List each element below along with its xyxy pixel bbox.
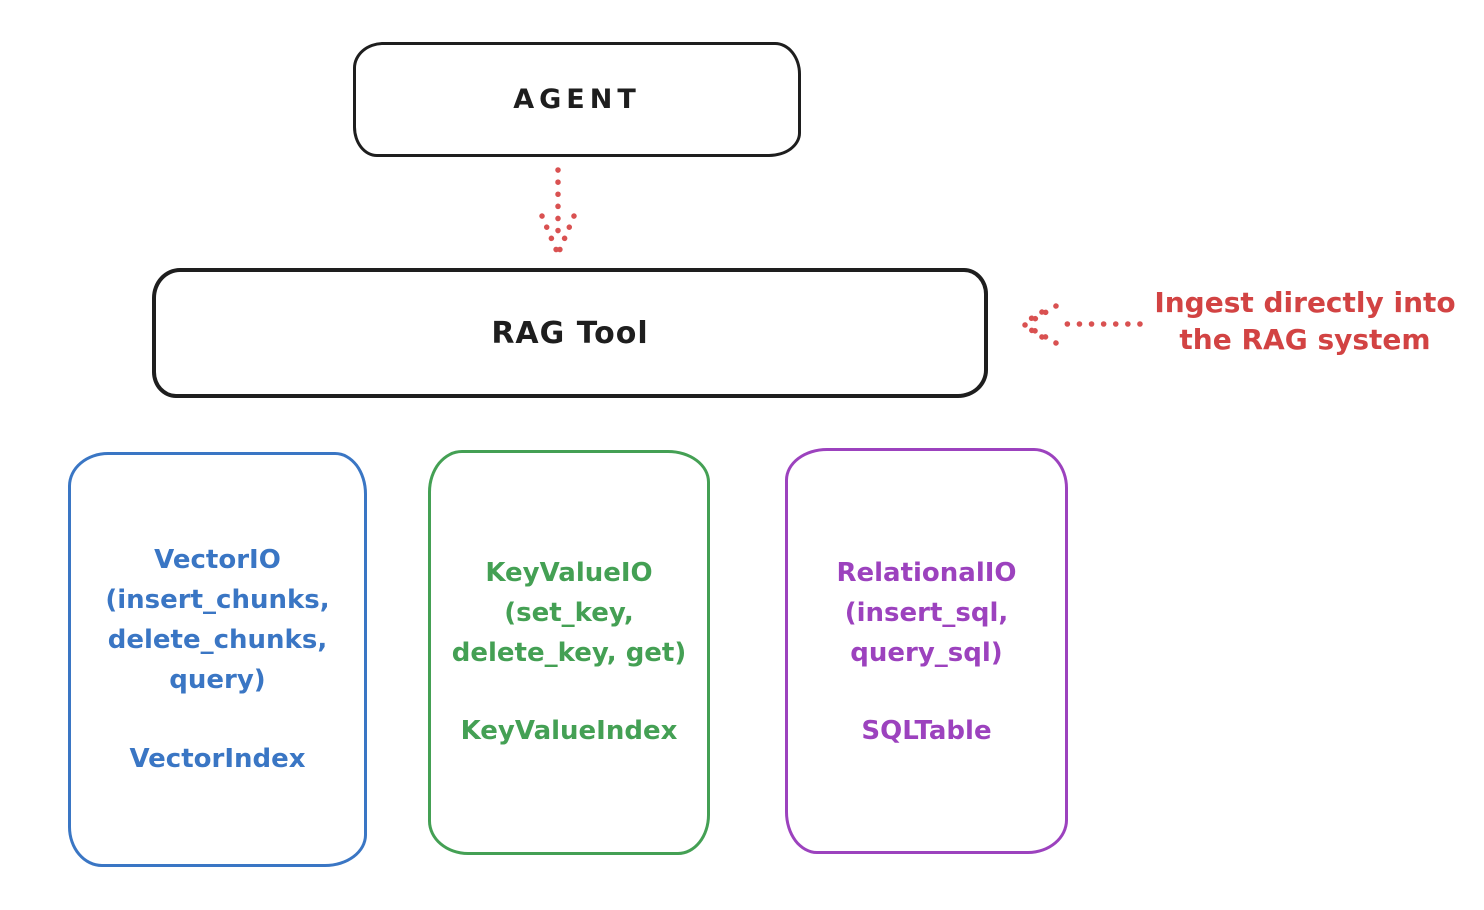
vector-io-line: query) <box>169 665 266 695</box>
ingest-annotation: Ingest directly into the RAG system <box>1140 284 1470 358</box>
rag-tool-box: RAG Tool <box>152 268 988 398</box>
vector-index-label: VectorIndex <box>129 744 306 774</box>
key-value-index-label: KeyValueIndex <box>460 716 678 746</box>
relational-io-line: query_sql) <box>850 638 1003 668</box>
ingest-annotation-line1: Ingest directly into <box>1154 286 1456 319</box>
vector-io-text: VectorIO (insert_chunks, delete_chunks, … <box>105 540 329 700</box>
vector-io-line: delete_chunks, <box>107 625 328 655</box>
key-value-io-line: (set_key, <box>504 598 634 628</box>
agent-label: AGENT <box>513 84 641 115</box>
ingest-annotation-line2: the RAG system <box>1179 323 1431 356</box>
agent-box: AGENT <box>353 42 801 157</box>
rag-tool-label: RAG Tool <box>491 315 649 351</box>
vector-io-line: (insert_chunks, <box>105 585 330 615</box>
relational-io-box: RelationalIO (insert_sql, query_sql) SQL… <box>785 448 1068 854</box>
key-value-io-line: delete_key, get) <box>451 638 687 668</box>
relational-io-line: RelationalIO <box>836 558 1017 588</box>
key-value-io-text: KeyValueIO (set_key, delete_key, get) <box>452 553 687 673</box>
key-value-io-box: KeyValueIO (set_key, delete_key, get) Ke… <box>428 450 710 855</box>
vector-io-line: VectorIO <box>154 545 281 575</box>
annotation-to-ragtool-arrow <box>1019 303 1143 346</box>
sql-table-label: SQLTable <box>861 716 992 746</box>
agent-to-ragtool-arrow <box>539 167 577 257</box>
key-value-io-line: KeyValueIO <box>485 558 653 588</box>
vector-io-box: VectorIO (insert_chunks, delete_chunks, … <box>68 452 367 867</box>
relational-io-text: RelationalIO (insert_sql, query_sql) <box>836 553 1016 673</box>
relational-io-line: (insert_sql, <box>844 598 1009 628</box>
